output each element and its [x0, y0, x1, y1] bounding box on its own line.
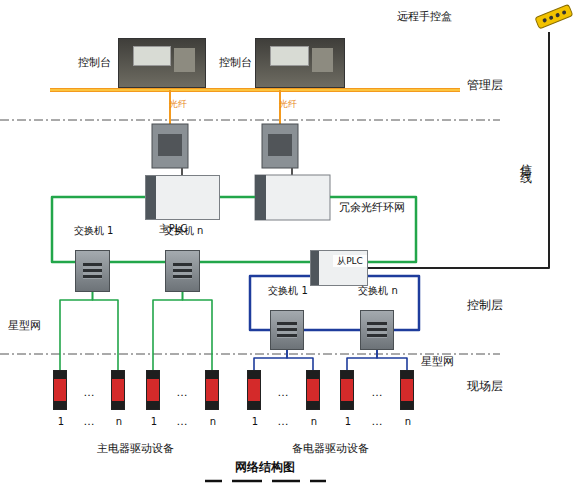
layer-name: 管理层 [467, 77, 503, 94]
pendant-button [555, 13, 560, 18]
drive-device: 1 [340, 370, 354, 410]
layer-name: 现场层 [467, 378, 503, 395]
management-bus-highlight [50, 89, 460, 91]
node-label: 远程手控盒 [394, 11, 454, 23]
node-label: n [109, 416, 129, 428]
connector [287, 350, 313, 370]
edge-label: 信号线 [517, 154, 534, 166]
node-label: 交换机 n [162, 225, 205, 237]
layer-divider [0, 354, 500, 355]
drive-device: n [400, 370, 414, 410]
drive-device: n [205, 370, 219, 410]
node-label: n [203, 416, 223, 428]
plc-unit: 从PLC [310, 250, 368, 286]
drive-device: 1 [247, 370, 261, 410]
topology-name: 星型网 [8, 318, 41, 333]
pendant-outline [532, 2, 574, 32]
connector [60, 292, 93, 370]
node-label: 交换机 1 [72, 225, 115, 237]
pendant-case [535, 4, 573, 29]
ellipsis: … [84, 415, 95, 428]
plc-symbol [255, 175, 330, 220]
pendant-button [562, 10, 567, 15]
network-switch: 交换机 n [360, 310, 394, 350]
connector [153, 292, 183, 370]
network-name: 冗余光纤环网 [339, 200, 405, 215]
uplink-wire [181, 168, 183, 175]
drive-device: n [111, 370, 125, 410]
ellipsis: … [372, 415, 383, 428]
title-underline [272, 480, 300, 483]
control-console: 控制台 [255, 38, 345, 88]
connector [200, 261, 310, 264]
pendant-button [542, 18, 547, 23]
node-label: 控制台 [216, 57, 254, 69]
topology-name: 星型网 [421, 354, 454, 369]
ellipsis: … [372, 386, 383, 399]
node-label: 控制台 [73, 57, 115, 69]
uplink-wire [291, 168, 293, 175]
title-underline [205, 480, 222, 483]
node-label: n [304, 416, 324, 428]
ellipsis: … [278, 415, 289, 428]
group-name: 主电器驱动设备 [97, 441, 174, 456]
node-label: 1 [51, 416, 71, 428]
node-label: 交换机 n [357, 285, 399, 297]
connector [110, 261, 165, 264]
node-label: 1 [144, 416, 164, 428]
node-label: 1 [338, 416, 358, 428]
connector [347, 350, 377, 370]
network-switch: 交换机 n [165, 250, 200, 292]
remote-pendant: 远程手控盒 [532, 2, 574, 32]
network-switch: 交换机 1 [75, 250, 110, 292]
switch-symbol [262, 124, 298, 168]
layer-name: 控制层 [467, 297, 503, 314]
network-switch: 交换机 1 [270, 310, 304, 350]
node-label: n [398, 416, 418, 428]
connector [183, 292, 213, 370]
link-type: 光纤 [169, 98, 187, 111]
plc-unit: 主PLC [145, 175, 220, 220]
ellipsis: … [84, 386, 95, 399]
group-name: 备电器驱动设备 [292, 441, 369, 456]
control-console: 控制台 [118, 38, 206, 88]
drive-device: 1 [53, 370, 67, 410]
plc-front [255, 175, 266, 220]
switch-ports [268, 134, 292, 156]
layer-divider [0, 120, 500, 121]
node-label: 1 [245, 416, 265, 428]
connector [377, 350, 407, 370]
node-label: 交换机 1 [267, 285, 309, 297]
ellipsis: … [177, 415, 188, 428]
management-bus [50, 88, 460, 92]
title-underline [310, 480, 326, 483]
switch-ports [158, 134, 182, 156]
ellipsis: … [278, 386, 289, 399]
pendant-button [549, 15, 554, 20]
diagram-title: 网络结构图 [235, 459, 295, 476]
ellipsis: … [177, 386, 188, 399]
link-type: 光纤 [279, 98, 297, 111]
drive-device: n [306, 370, 320, 410]
switch-symbol [152, 124, 188, 168]
connector [368, 32, 549, 268]
connector [254, 350, 287, 370]
node-label: 从PLC [333, 255, 367, 267]
connector [304, 329, 360, 332]
title-underline [232, 480, 262, 483]
connector [93, 292, 119, 370]
drive-device: 1 [146, 370, 160, 410]
pendant-body [535, 4, 573, 29]
